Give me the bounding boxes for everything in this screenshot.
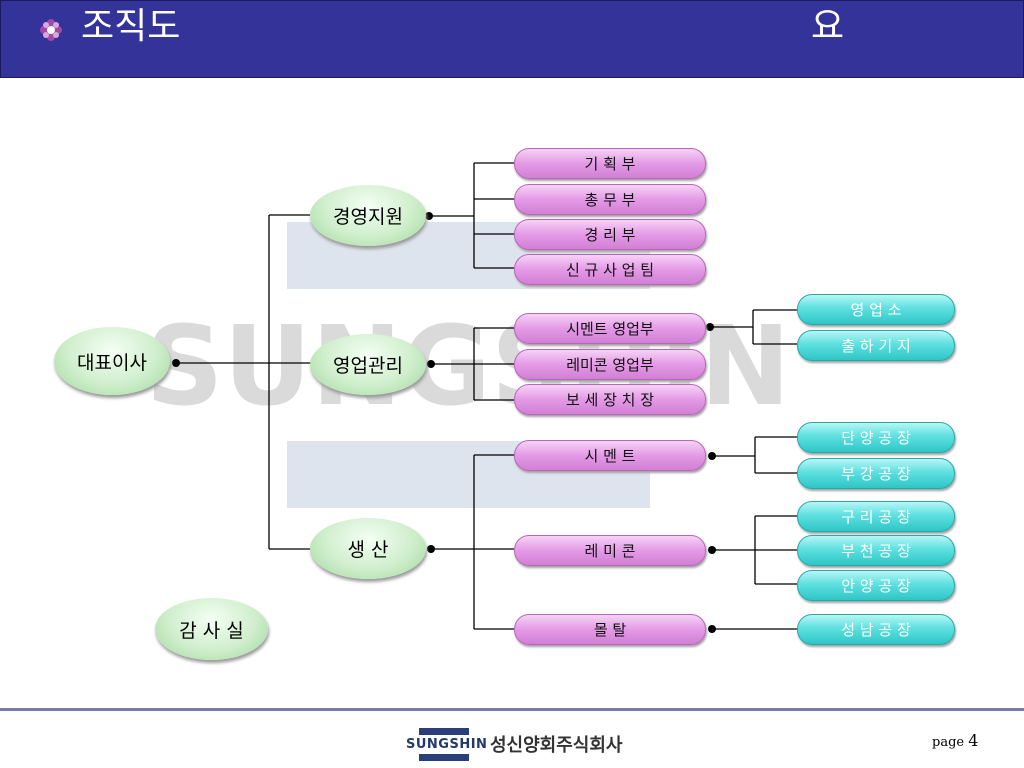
- page-title: 조직도: [81, 6, 181, 47]
- site-seongnam-plant: 성 남 공 장: [797, 614, 955, 645]
- dept-remicon: 레 미 콘: [514, 535, 706, 566]
- node-sales-management: 영업관리: [310, 334, 426, 395]
- site-bugang-plant: 부 강 공 장: [797, 458, 955, 489]
- node-production: 생 산: [310, 518, 426, 579]
- dept-cement-sales: 시멘트 영업부: [514, 313, 706, 344]
- node-management-support: 경영지원: [310, 185, 426, 246]
- sungshin-logo-icon: [419, 728, 469, 761]
- connector-dot: [708, 546, 716, 554]
- connector-dot: [427, 360, 435, 368]
- page-label: page: [932, 735, 965, 750]
- dept-planning: 기 획 부: [514, 148, 706, 179]
- dept-accounting: 경 리 부: [514, 219, 706, 250]
- site-shipping-base: 출 하 기 지: [797, 330, 955, 361]
- dept-remicon-sales: 레미콘 영업부: [514, 349, 706, 380]
- site-danyang-plant: 단 양 공 장: [797, 422, 955, 453]
- dept-cement: 시 멘 트: [514, 440, 706, 471]
- connector-dot: [706, 323, 714, 331]
- node-audit: 감 사 실: [155, 598, 268, 660]
- connector-dot: [425, 212, 433, 220]
- dept-new-business: 신 규 사 업 팀: [514, 254, 706, 285]
- footer-brand: SUNGSHIN: [406, 737, 488, 752]
- connector-dot: [172, 359, 180, 367]
- node-ceo: 대표이사: [54, 327, 170, 395]
- footer-divider: [0, 708, 1024, 711]
- page-number: page 4: [932, 731, 978, 750]
- page-number-value: 4: [968, 731, 979, 750]
- connector-dot: [427, 545, 435, 553]
- dept-mortar: 몰 탈: [514, 614, 706, 645]
- header-glyph: 요: [811, 6, 845, 47]
- site-sales-office: 영 업 소: [797, 294, 955, 325]
- title-bar: 조직도 요: [0, 0, 1024, 78]
- dept-general-affairs: 총 무 부: [514, 184, 706, 215]
- footer-company-name: 성신양회주식회사: [490, 735, 623, 756]
- flower-icon: [40, 19, 62, 41]
- site-bucheon-plant: 부 천 공 장: [797, 535, 955, 566]
- dept-bonded-depot: 보 세 장 치 장: [514, 384, 706, 415]
- site-anyang-plant: 안 양 공 장: [797, 570, 955, 601]
- site-guri-plant: 구 리 공 장: [797, 501, 955, 532]
- connector-dot: [708, 452, 716, 460]
- connector-dot: [708, 625, 716, 633]
